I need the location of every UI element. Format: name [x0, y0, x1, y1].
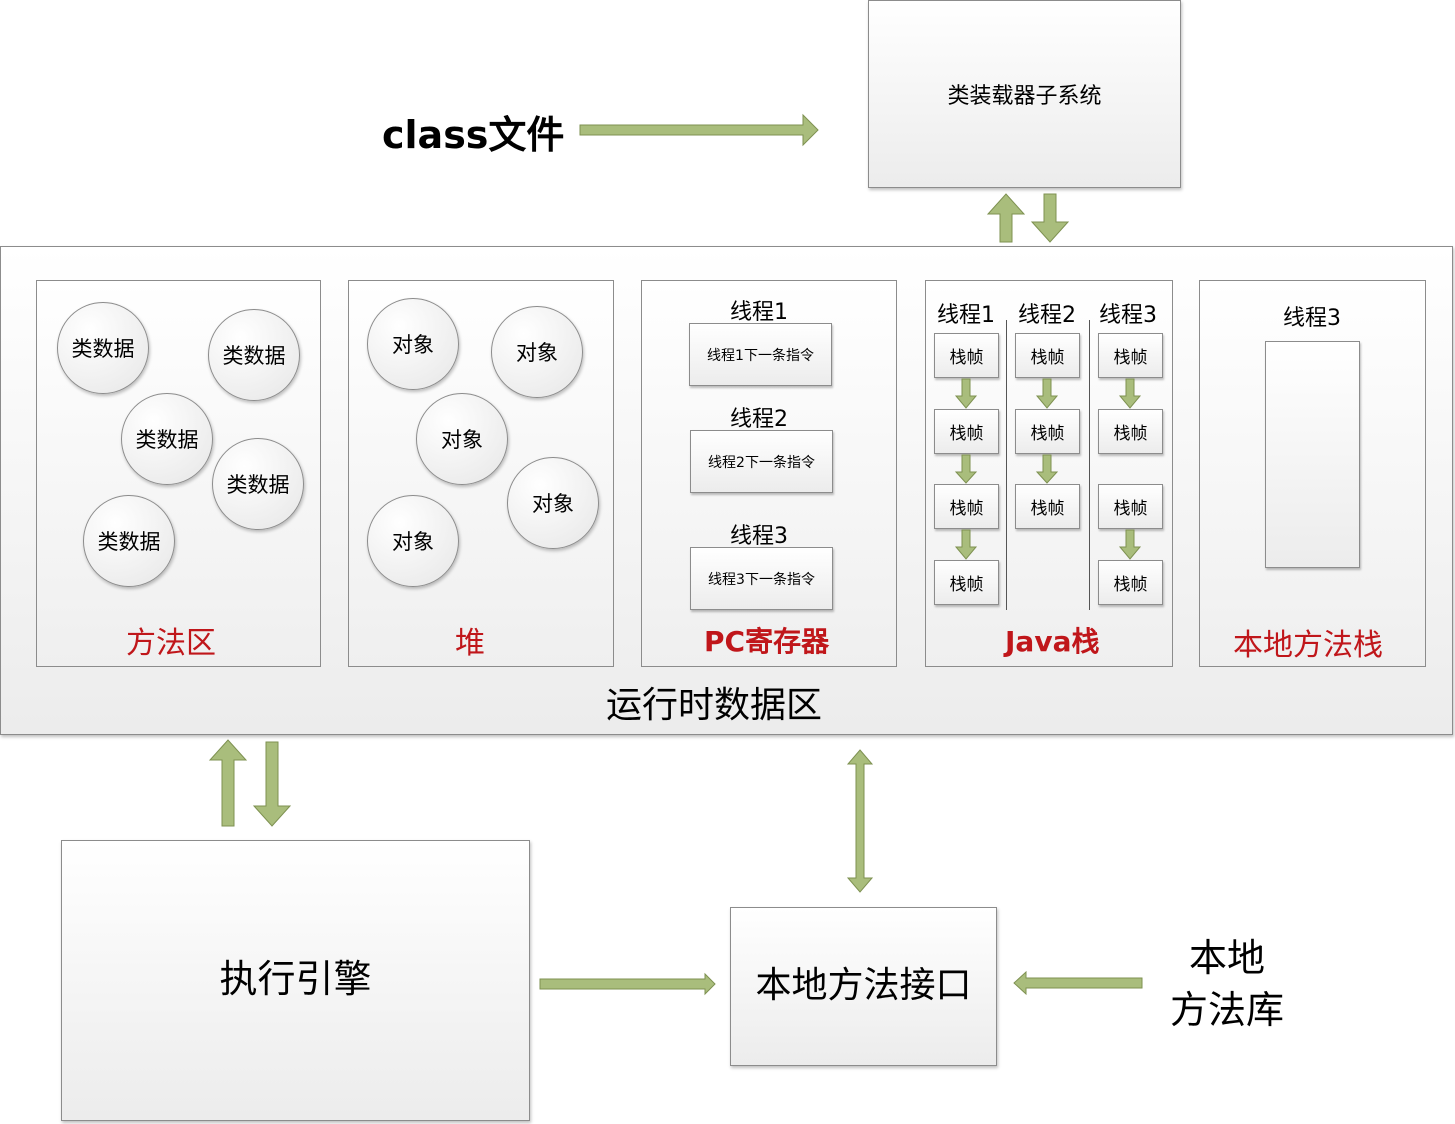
stack-frame: 栈帧	[1098, 409, 1163, 454]
object-node: 对象	[416, 393, 508, 485]
arrow-runtime-native-interface	[846, 749, 874, 893]
java-stack-divider	[1006, 320, 1007, 610]
native-library-line1: 本地	[1189, 936, 1266, 980]
arrow-engine-up	[208, 739, 248, 827]
stack-frame: 栈帧	[1015, 484, 1080, 529]
object-node: 对象	[491, 306, 583, 398]
class-loader-label: 类装载器子系统	[947, 84, 1102, 109]
frame-arrow-down	[954, 378, 978, 409]
arrow-engine-down	[252, 741, 292, 827]
frame-arrow-down	[1035, 454, 1059, 484]
frame-arrow-down	[954, 454, 978, 484]
class-data-node: 类数据	[212, 438, 304, 530]
arrow-loader-down	[1030, 193, 1070, 243]
native-method-stack-title: 本地方法栈	[1233, 628, 1383, 663]
java-stack-thread-label: 线程1	[937, 303, 995, 328]
heap-title: 堆	[455, 626, 485, 661]
frame-arrow-down	[1118, 378, 1142, 409]
stack-frame: 栈帧	[1098, 333, 1163, 378]
frame-arrow-down	[954, 529, 978, 560]
arrow-library-to-native-interface	[1013, 970, 1143, 996]
pc-register-title: PC寄存器	[704, 625, 830, 658]
runtime-data-area-label: 运行时数据区	[606, 685, 823, 726]
java-stack-thread-label: 线程2	[1018, 303, 1076, 328]
stack-frame: 栈帧	[1098, 484, 1163, 529]
class-file-label: class文件	[382, 113, 565, 157]
class-data-node: 类数据	[121, 393, 213, 485]
class-data-node: 类数据	[208, 309, 300, 401]
arrow-engine-to-native-interface	[539, 972, 716, 996]
native-stack-thread-label: 线程3	[1283, 306, 1341, 331]
java-stack-divider	[1089, 320, 1090, 610]
method-area-title: 方法区	[126, 626, 216, 661]
frame-arrow-down	[1118, 529, 1142, 560]
native-method-library-label: 本地 方法库	[1170, 932, 1284, 1036]
object-node: 对象	[367, 298, 459, 390]
stack-frame: 栈帧	[934, 409, 999, 454]
native-stack-frame-column	[1265, 341, 1360, 568]
pc-instruction-box: 线程1下一条指令	[689, 323, 832, 386]
native-library-line2: 方法库	[1170, 988, 1285, 1032]
stack-frame: 栈帧	[934, 484, 999, 529]
stack-frame: 栈帧	[1015, 409, 1080, 454]
frame-arrow-down	[1035, 378, 1059, 409]
class-loader-subsystem[interactable]: 类装载器子系统	[868, 0, 1181, 188]
object-node: 对象	[507, 457, 599, 549]
object-node: 对象	[367, 495, 459, 587]
class-data-node: 类数据	[57, 302, 149, 394]
pc-thread-label: 线程3	[730, 524, 788, 549]
java-stack-thread-label: 线程3	[1099, 303, 1157, 328]
stack-frame: 栈帧	[1098, 560, 1163, 605]
stack-frame: 栈帧	[934, 560, 999, 605]
pc-thread-label: 线程2	[730, 407, 788, 432]
pc-thread-label: 线程1	[730, 300, 788, 325]
native-method-interface-label: 本地方法接口	[755, 964, 972, 1006]
class-data-node: 类数据	[83, 495, 175, 587]
stack-frame: 栈帧	[934, 333, 999, 378]
execution-engine-label: 执行引擎	[219, 957, 372, 1001]
pc-instruction-box: 线程3下一条指令	[690, 547, 833, 610]
arrow-classfile-to-loader	[579, 113, 819, 147]
native-method-interface[interactable]: 本地方法接口	[730, 907, 997, 1066]
java-stack-title: Java栈	[1005, 625, 1100, 658]
pc-instruction-box: 线程2下一条指令	[690, 430, 833, 493]
arrow-loader-up	[986, 193, 1026, 243]
execution-engine[interactable]: 执行引擎	[61, 840, 530, 1121]
stack-frame: 栈帧	[1015, 333, 1080, 378]
